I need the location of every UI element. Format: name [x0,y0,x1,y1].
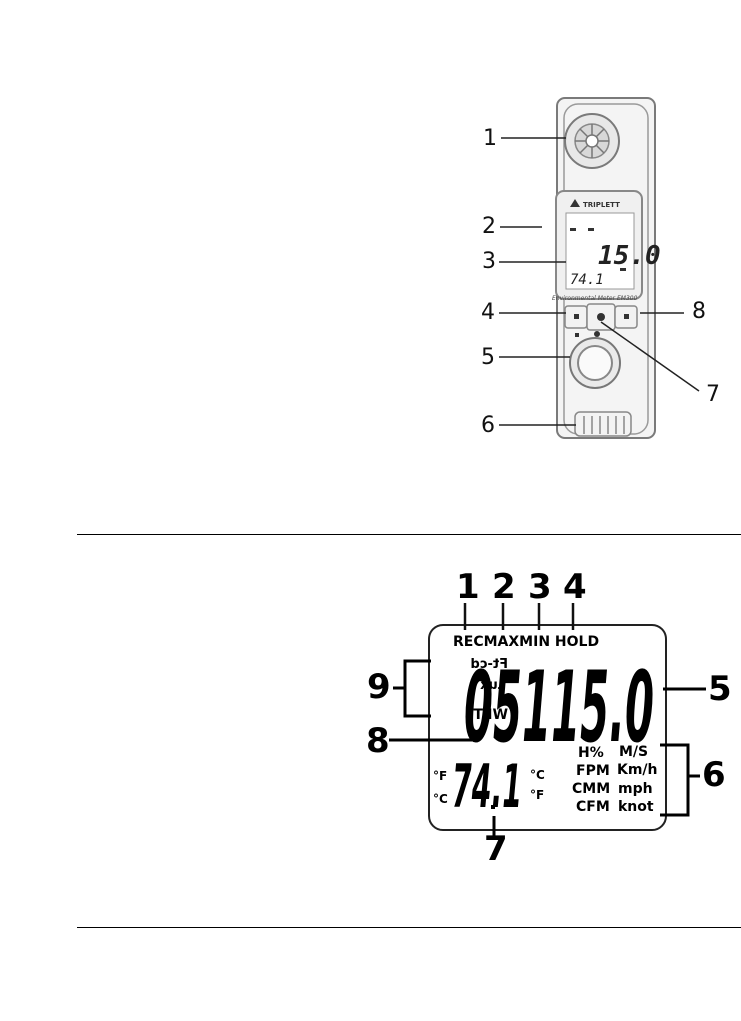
lcd-sub-digits: 74.1 [452,752,522,822]
lcd-callout-1: 1 [456,570,480,604]
lcd-callout-5: 5 [708,672,732,706]
temp-unit-f-left: °F [433,769,447,783]
unit-cfm: CFM [576,799,610,815]
unit-cmm: CMM [572,781,610,797]
lcd-callout-3: 3 [528,570,552,604]
temp-unit-c-left: °C [433,792,448,806]
lcd-decimal-dot [491,805,495,809]
bracket-9 [393,661,431,716]
lcd-status-labels: RECMAXMIN HOLD [453,634,599,650]
lcd-callout-4: 4 [563,570,587,604]
unit-h-percent: H% [578,745,604,761]
section-divider-bottom [77,927,741,928]
lcd-callout-2: 2 [492,570,516,604]
lcd-callout-6: 6 [702,758,726,792]
unit-kmh: Km/h [617,762,658,778]
temp-unit-c-right: °C [530,768,545,782]
lcd-callout-9: 9 [367,670,391,704]
unit-fpm: FPM [576,763,610,779]
unit-ms: M/S [619,744,648,760]
lcd-callout-8: 8 [366,724,390,758]
unit-knot: knot [618,799,654,815]
lcd-callout-7: 7 [484,832,508,866]
unit-mph: mph [618,781,653,797]
temp-unit-f-right: °F [530,788,544,802]
